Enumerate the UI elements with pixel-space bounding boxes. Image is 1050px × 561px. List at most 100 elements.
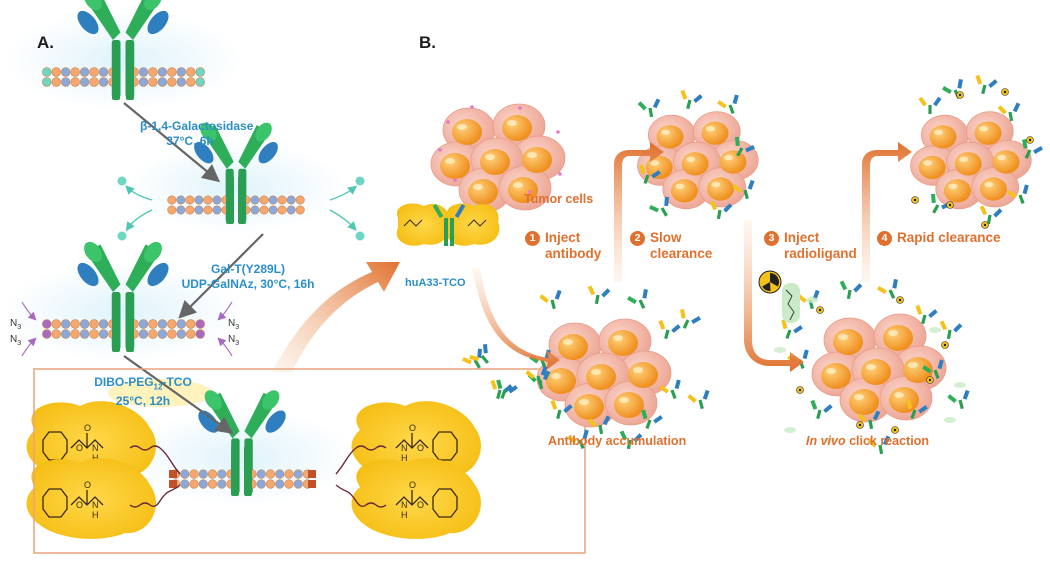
- glycan-bead: [148, 319, 158, 329]
- step3-label: DIBO-PEG12-TCO 25°C, 12h: [68, 375, 218, 409]
- glycan-bead: [98, 77, 109, 87]
- light-chain-left: [194, 142, 214, 164]
- radiation-blade: [762, 282, 771, 291]
- ab-arm: [542, 370, 551, 381]
- step1-label: β-1,4-Galactosidase 37°C, 6h: [140, 119, 254, 149]
- glycan-bead: [176, 319, 187, 329]
- radiation-blade: [770, 273, 778, 282]
- antibody-small: [709, 200, 733, 220]
- glycan-bead: [167, 205, 177, 215]
- nucleus-highlight: [838, 334, 848, 340]
- antibody-small: [496, 379, 518, 400]
- step1-enzyme: β-1,4-Galactosidase: [140, 119, 254, 133]
- release-arrow: [125, 209, 153, 232]
- tumor-cells-label: Tumor cells: [524, 192, 594, 206]
- ab-stem: [921, 314, 927, 325]
- antibody-small: [906, 399, 928, 420]
- tumor-nucleus: [979, 177, 1007, 201]
- light-chain-right: [265, 410, 286, 433]
- oxygen-atom: O: [84, 480, 91, 490]
- antibody-small: [975, 74, 998, 95]
- glycan-bead: [167, 195, 177, 205]
- glycan-bead: [42, 329, 52, 339]
- ab-stem: [946, 329, 952, 340]
- antibody-small: [915, 304, 938, 325]
- free-radioligand: [806, 297, 818, 303]
- ab-arm: [918, 405, 928, 414]
- nucleus-highlight: [579, 399, 589, 405]
- glycan-bead: [157, 329, 168, 339]
- ab-arm: [877, 286, 887, 294]
- radiolabel-core: [983, 223, 987, 227]
- release-arrow: [125, 185, 153, 201]
- released-galactose: [117, 176, 127, 186]
- conjugate-arm: [454, 203, 466, 219]
- glycan-bead: [195, 319, 205, 329]
- tumor-nucleus: [656, 125, 684, 149]
- ab-stem: [638, 299, 646, 309]
- glycan-bead: [186, 319, 196, 329]
- antibody-small: [587, 285, 611, 305]
- glycan-bead: [60, 319, 71, 329]
- nucleus-highlight: [527, 152, 537, 158]
- nucleus-highlight: [591, 369, 601, 375]
- free-radioligand: [774, 347, 786, 353]
- tumor-antigen: [453, 178, 457, 182]
- step-4-number: 4: [877, 231, 892, 246]
- radiolabel-core: [948, 203, 952, 207]
- ab-arm: [691, 316, 701, 324]
- oxygen-atom: O: [84, 423, 91, 433]
- antibody-native: [4, 0, 242, 110]
- conjugate-tco-blob-left: [396, 203, 450, 246]
- antibody-small: [641, 409, 663, 430]
- ab-arm: [723, 203, 733, 213]
- antibody-small: [687, 389, 710, 410]
- antibody-small: [627, 289, 648, 309]
- glycan-bead: [295, 205, 305, 215]
- glycan-bead: [70, 329, 80, 339]
- step2-label: Gal-T(Y289L) UDP-GalNAz, 30°C, 16h: [168, 262, 328, 292]
- glycan-bead: [42, 77, 52, 87]
- nitrogen-atom: N: [401, 500, 408, 510]
- glycan-bead: [60, 329, 71, 339]
- ab-stem: [888, 289, 896, 299]
- fab-tip-left: [200, 122, 217, 142]
- tco-conjugate-box: [33, 368, 586, 554]
- ab-arm: [1007, 190, 1017, 199]
- antibody-glow: [126, 141, 346, 234]
- process-arrow-2: [178, 233, 264, 319]
- free-radioligand: [929, 327, 941, 333]
- triazole-linkage: [308, 470, 316, 478]
- glycan-bead: [268, 195, 278, 205]
- step3-conditions: 25°C, 12h: [115, 394, 171, 409]
- conjugate-structure: [467, 219, 487, 227]
- hydrogen-atom: H: [92, 510, 99, 520]
- ab-stem: [698, 399, 704, 410]
- released-galactose: [117, 231, 127, 241]
- glycan-bead: [70, 77, 80, 87]
- tumor-nucleus: [614, 392, 644, 418]
- ab-arm: [658, 319, 666, 330]
- tumor-nucleus: [929, 125, 957, 149]
- glycan-bead: [167, 77, 177, 87]
- tumor-nucleus: [440, 153, 470, 179]
- glycan-bead: [180, 479, 190, 489]
- glycan-bead: [60, 77, 71, 87]
- ab-stem: [594, 294, 600, 305]
- nucleus-highlight: [675, 183, 685, 189]
- ab-arm: [857, 413, 867, 423]
- ab-arm: [810, 399, 818, 410]
- radiolabel-core: [943, 343, 947, 347]
- glycan-bead: [277, 205, 287, 215]
- ab-arm: [931, 193, 936, 204]
- ab-arm: [872, 410, 881, 421]
- light-chain-left: [77, 10, 99, 35]
- ab-stem: [643, 174, 650, 185]
- antibody-azide: [4, 241, 242, 362]
- glycan-bead: [51, 77, 61, 87]
- process-arrow-1: [123, 102, 221, 183]
